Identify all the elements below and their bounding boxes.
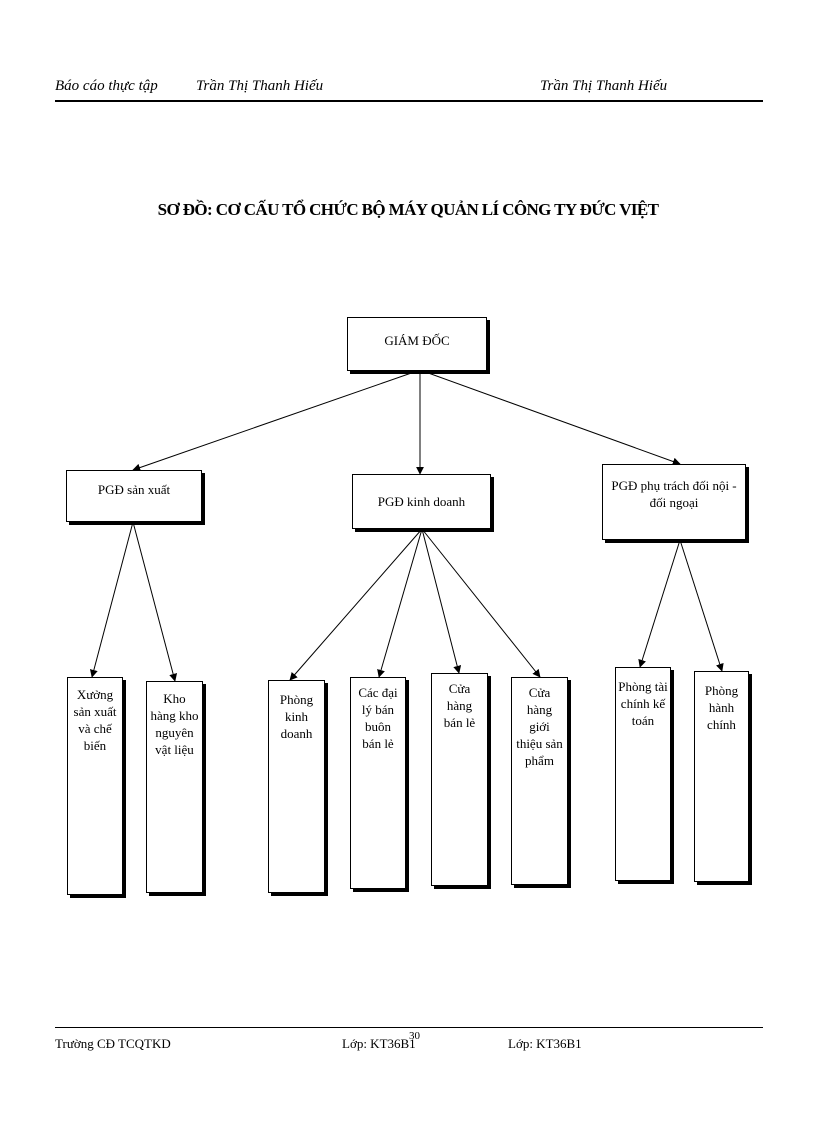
header-author: Trần Thị Thanh Hiếu [196, 78, 324, 94]
arrow-affairs-to-finance [638, 539, 681, 668]
node-agents: Các đại lý bán buôn bán lẻ [350, 677, 406, 889]
arrow-business-to-agents [377, 528, 423, 678]
node-warehouse-label: Kho hàng kho nguyên vật liệu [150, 691, 199, 757]
node-director-label: GIÁM ĐỐC [384, 333, 450, 348]
node-pgd-production: PGĐ sản xuất [66, 470, 202, 522]
node-workshop-label: Xưởng sản xuất và chế biến [73, 687, 117, 753]
node-director: GIÁM ĐỐC [347, 317, 487, 371]
arrow-director-to-affairs [419, 369, 681, 466]
header-rule [55, 100, 763, 102]
arrow-business-to-showroom [421, 528, 541, 678]
node-sales-dept-label: Phòng kinh doanh [279, 692, 314, 741]
arrow-production-to-workshop [89, 521, 134, 678]
node-pgd-business: PGĐ kinh doanh [352, 474, 491, 529]
node-showroom: Cửa hàng giới thiệu sản phẩm [511, 677, 568, 885]
diagram-title: SƠ ĐỒ: CƠ CẤU TỔ CHỨC BỘ MÁY QUẢN LÍ CÔN… [157, 200, 659, 219]
node-showroom-label: Cửa hàng giới thiệu sản phẩm [516, 685, 563, 768]
node-agents-label: Các đại lý bán buôn bán lẻ [358, 685, 398, 751]
node-finance-dept: Phòng tài chính kế toán [615, 667, 671, 881]
node-finance-dept-label: Phòng tài chính kế toán [618, 679, 668, 728]
footer-rule [55, 1027, 763, 1028]
node-admin-dept-label: Phòng hành chính [704, 683, 739, 732]
node-pgd-business-label: PGĐ kinh doanh [377, 494, 466, 509]
node-retail-store: Cửa hàng bán lẻ [431, 673, 488, 886]
footer-page-number: 30 [409, 1030, 420, 1042]
node-warehouse: Kho hàng kho nguyên vật liệu [146, 681, 203, 893]
arrow-director-to-production [132, 369, 421, 472]
node-pgd-affairs-label: PGĐ phụ trách đối nội - đối ngoại [611, 478, 737, 510]
arrow-production-to-warehouse [132, 521, 178, 682]
arrow-affairs-to-admin [679, 539, 724, 672]
footer-class-left: Lớp: KT36B1 [342, 1036, 416, 1051]
arrow-business-to-retail [421, 528, 462, 674]
node-sales-dept: Phòng kinh doanh [268, 680, 325, 893]
node-retail-store-label: Cửa hàng bán lẻ [443, 681, 476, 730]
header-author-right: Trần Thị Thanh Hiếu [540, 78, 668, 94]
footer-school: Trường CĐ TCQTKD [55, 1036, 171, 1051]
node-pgd-production-label: PGĐ sản xuất [97, 482, 171, 497]
node-pgd-affairs: PGĐ phụ trách đối nội - đối ngoại [602, 464, 746, 540]
node-admin-dept: Phòng hành chính [694, 671, 749, 882]
header-report-label: Báo cáo thực tập [55, 78, 158, 94]
footer-class-right: Lớp: KT36B1 [508, 1036, 582, 1051]
arrow-business-to-sales [289, 528, 423, 681]
node-workshop: Xưởng sản xuất và chế biến [67, 677, 123, 895]
